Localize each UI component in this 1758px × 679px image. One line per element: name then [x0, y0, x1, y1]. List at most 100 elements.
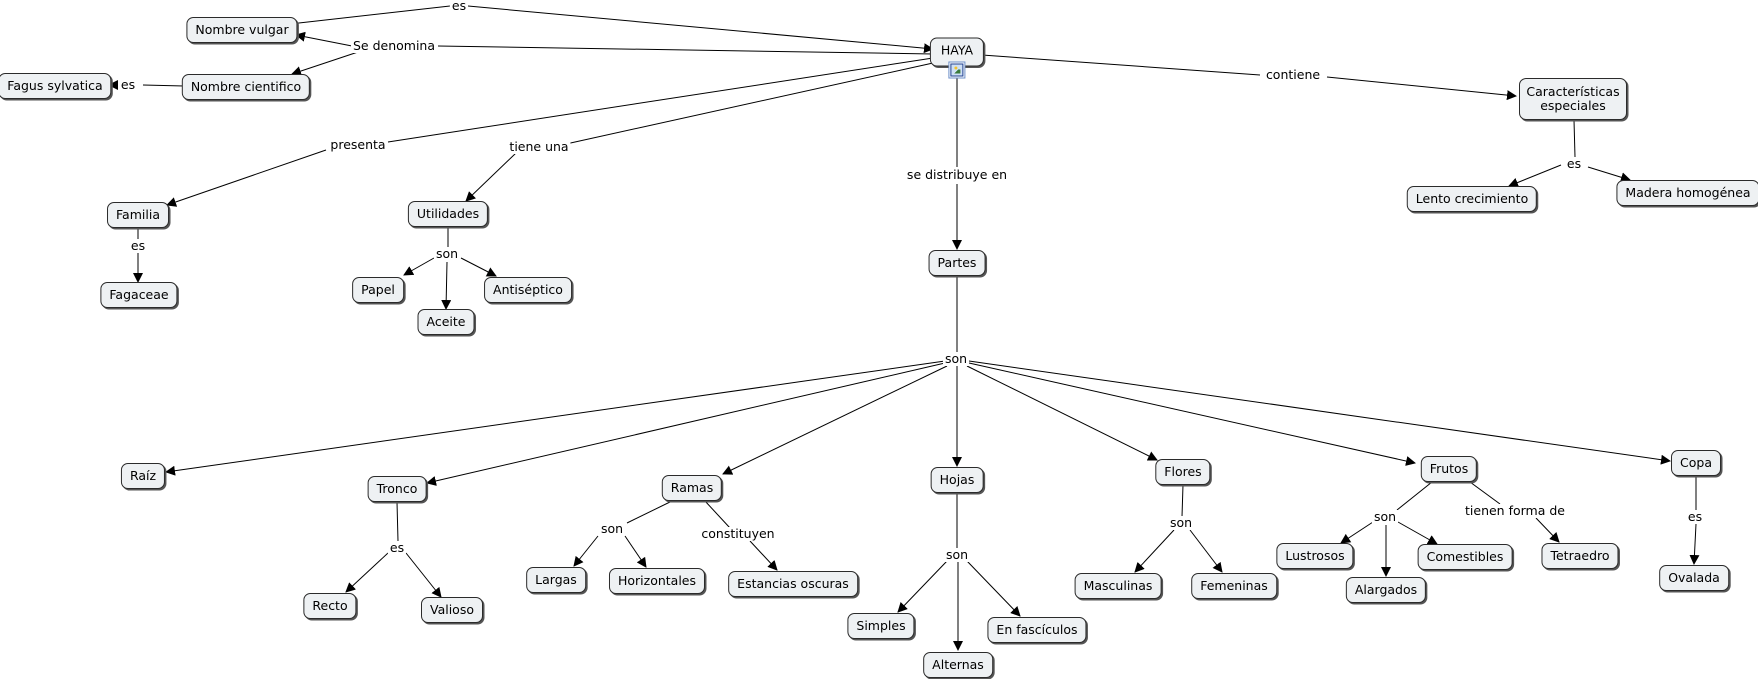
- concept-fagus-sylvatica[interactable]: Fagus sylvatica: [0, 73, 112, 99]
- concept-recto[interactable]: Recto: [303, 593, 357, 619]
- concept-estancias-oscuras[interactable]: Estancias oscuras: [728, 571, 858, 597]
- connector-line: [981, 54, 1261, 76]
- link-label-son-utilidades[interactable]: son: [433, 246, 461, 261]
- connector-arrow: [441, 261, 452, 310]
- concept-familia[interactable]: Familia: [107, 202, 169, 228]
- concept-raiz[interactable]: Raíz: [120, 463, 166, 489]
- connector-line: [437, 45, 934, 55]
- link-label-es-copa[interactable]: es: [1685, 509, 1705, 524]
- concept-comestibles[interactable]: Comestibles: [1417, 544, 1513, 570]
- connector-arrow: [1689, 523, 1700, 565]
- concept-horizontales[interactable]: Horizontales: [608, 568, 706, 594]
- link-label-presenta[interactable]: presenta: [328, 137, 388, 152]
- link-label-es-vulgar[interactable]: es: [449, 0, 469, 13]
- concept-ramas[interactable]: Ramas: [661, 475, 723, 501]
- concept-femeninas[interactable]: Femeninas: [1191, 573, 1277, 599]
- connector-arrow: [403, 257, 435, 276]
- concept-copa[interactable]: Copa: [1671, 450, 1721, 476]
- concept-lustrosos[interactable]: Lustrosos: [1276, 543, 1354, 569]
- connector-arrow: [897, 560, 948, 613]
- connector-line: [396, 501, 399, 542]
- connector-arrow: [722, 365, 948, 475]
- concept-madera-homogenea[interactable]: Madera homogénea: [1616, 180, 1758, 206]
- connector-line: [1396, 481, 1433, 511]
- connector-line: [1469, 481, 1501, 505]
- concept-valioso[interactable]: Valioso: [421, 597, 483, 623]
- link-label-es-familia[interactable]: es: [128, 238, 148, 253]
- link-label-son-partes[interactable]: son: [942, 351, 970, 366]
- connector-line: [1181, 484, 1184, 518]
- connector-arrow: [465, 152, 517, 202]
- link-label-contiene[interactable]: contiene: [1263, 67, 1323, 82]
- concept-nombre-vulgar[interactable]: Nombre vulgar: [186, 17, 298, 43]
- concept-haya[interactable]: HAYA: [929, 37, 985, 77]
- connector-arrow: [968, 360, 1671, 465]
- concept-frutos[interactable]: Frutos: [1420, 456, 1478, 482]
- connector-line: [142, 84, 185, 87]
- connector-arrow: [166, 149, 327, 207]
- image-attachment-icon[interactable]: [950, 63, 964, 77]
- connector-arrow: [573, 535, 599, 567]
- concept-papel[interactable]: Papel: [352, 277, 404, 303]
- connector-line: [387, 57, 934, 143]
- connector-line: [704, 500, 731, 529]
- concept-largas[interactable]: Largas: [526, 567, 586, 593]
- link-label-se-distribuye-en[interactable]: se distribuye en: [904, 167, 1010, 182]
- connector-arrow: [345, 552, 389, 593]
- connector-arrow: [165, 360, 946, 476]
- connector-line: [626, 500, 673, 524]
- connector-arrow: [1134, 529, 1175, 573]
- link-label-tiene-una[interactable]: tiene una: [507, 139, 571, 154]
- link-label-se-denomina[interactable]: Se denomina: [350, 38, 438, 53]
- connector-arrow: [291, 49, 365, 76]
- concept-utilidades[interactable]: Utilidades: [407, 201, 489, 227]
- connector-arrow: [295, 31, 353, 47]
- concept-aceite[interactable]: Aceite: [417, 309, 475, 335]
- connector-arrow: [624, 535, 647, 568]
- connector-arrow: [1535, 517, 1560, 543]
- connector-arrow: [467, 5, 934, 54]
- link-label-son-flores[interactable]: son: [1167, 515, 1195, 530]
- concept-tetraedro[interactable]: Tetraedro: [1541, 543, 1619, 569]
- concept-alternas[interactable]: Alternas: [923, 652, 993, 678]
- connector-arrow: [426, 362, 946, 486]
- concept-simples[interactable]: Simples: [847, 613, 915, 639]
- concept-flores[interactable]: Flores: [1155, 459, 1211, 485]
- concept-alargados[interactable]: Alargados: [1345, 577, 1427, 603]
- connector-arrow: [1508, 164, 1562, 188]
- concept-fagaceae[interactable]: Fagaceae: [100, 282, 178, 308]
- concept-lento-crecimiento[interactable]: Lento crecimiento: [1406, 186, 1538, 212]
- concept-partes[interactable]: Partes: [928, 250, 986, 276]
- link-label-es-caracteristicas[interactable]: es: [1564, 156, 1584, 171]
- connector-arrow: [749, 540, 778, 571]
- connector-arrow: [1397, 521, 1438, 545]
- link-label-tienen-forma-de[interactable]: tienen forma de: [1463, 503, 1567, 518]
- connector-line: [289, 5, 451, 25]
- link-label-es-tronco[interactable]: es: [387, 540, 407, 555]
- concept-antiseptico[interactable]: Antiséptico: [484, 277, 572, 303]
- connector-arrow: [1326, 76, 1517, 101]
- connector-line: [1573, 119, 1576, 158]
- link-label-es-cientifico[interactable]: es: [118, 77, 138, 92]
- link-label-son-ramas[interactable]: son: [598, 521, 626, 536]
- connector-arrow: [968, 362, 1416, 466]
- connector-arrow: [405, 552, 442, 598]
- connector-arrow: [1587, 166, 1631, 183]
- concept-en-fasciculos[interactable]: En fascículos: [987, 617, 1087, 643]
- connector-arrow: [966, 560, 1021, 617]
- concept-nombre-cientifico[interactable]: Nombre cientifico: [181, 74, 311, 100]
- connector-arrow: [1340, 521, 1374, 544]
- concept-caracteristicas-especiales[interactable]: Características especiales: [1519, 78, 1627, 120]
- concept-tronco[interactable]: Tronco: [367, 476, 427, 502]
- link-label-son-hojas[interactable]: son: [943, 547, 971, 562]
- connector-arrow: [460, 257, 497, 277]
- connector-line: [565, 62, 934, 145]
- concept-masculinas[interactable]: Masculinas: [1074, 573, 1162, 599]
- concept-hojas[interactable]: Hojas: [930, 467, 984, 493]
- link-label-constituyen[interactable]: constituyen: [699, 526, 777, 541]
- connector-arrow: [1189, 529, 1223, 573]
- concept-ovalada[interactable]: Ovalada: [1659, 565, 1729, 591]
- connector-arrow: [966, 365, 1158, 461]
- link-label-son-frutos[interactable]: son: [1371, 509, 1399, 524]
